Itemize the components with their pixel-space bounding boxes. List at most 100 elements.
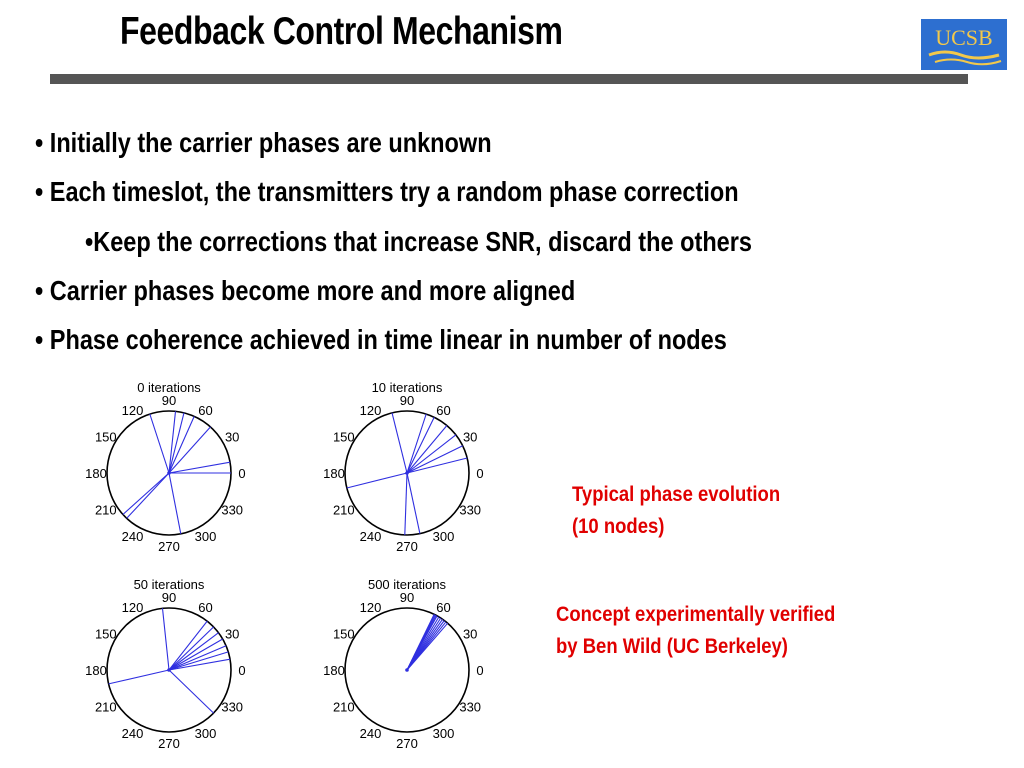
phasor-line xyxy=(406,425,448,474)
angle-tick-label: 60 xyxy=(198,403,212,418)
angle-tick-label: 90 xyxy=(400,590,414,605)
plot-title: 0 iterations xyxy=(137,380,201,395)
angle-tick-label: 30 xyxy=(463,430,477,445)
angle-tick-label: 60 xyxy=(436,403,450,418)
phase-plot-svg: 500 iterations 0 30 60 90 120 150 180 210 240 270 3… xyxy=(323,577,483,751)
angle-tick-label: 300 xyxy=(433,529,455,544)
angle-tick-label: 120 xyxy=(122,403,144,418)
angle-tick-label: 300 xyxy=(195,726,217,741)
phasor-line xyxy=(168,461,231,474)
phasor-line xyxy=(161,608,170,671)
unit-circle xyxy=(106,607,232,733)
angle-tick-label: 150 xyxy=(95,430,117,445)
angle-tick-label: 0 xyxy=(476,663,483,678)
phase-plot-svg: 10 iterations 0 30 60 90 120 150 180 210 240 270 30… xyxy=(323,380,483,554)
angle-tick-label: 210 xyxy=(95,503,117,518)
phasor-line xyxy=(406,614,435,671)
angle-tick-label: 270 xyxy=(158,539,180,554)
note-line: by Ben Wild (UC Berkeley) xyxy=(556,635,788,658)
phasor-line xyxy=(168,426,211,474)
ucsb-logo: UCSB xyxy=(921,19,1007,70)
angle-tick-label: 330 xyxy=(221,700,243,715)
plot-title: 500 iterations xyxy=(368,577,447,592)
note-line: Typical phase evolution xyxy=(572,483,781,506)
angle-tick-label: 180 xyxy=(323,663,345,678)
angle-tick-label: 210 xyxy=(333,503,355,518)
angle-tick-label: 210 xyxy=(95,700,117,715)
angle-tick-label: 120 xyxy=(122,600,144,615)
angle-tick-label: 60 xyxy=(198,600,212,615)
phasor-line xyxy=(168,626,214,671)
phasor-line xyxy=(346,472,408,489)
angle-tick-label: 60 xyxy=(436,600,450,615)
angle-tick-label: 120 xyxy=(360,403,382,418)
unit-circle xyxy=(344,410,470,536)
angle-tick-label: 270 xyxy=(396,736,418,751)
phasor-line xyxy=(168,651,229,671)
phasor-line xyxy=(168,416,195,474)
angle-tick-label: 30 xyxy=(225,627,239,642)
phasor-line xyxy=(122,472,170,515)
plot-title: 10 iterations xyxy=(372,380,443,395)
bullet-2: • Each timeslot, the transmitters try a … xyxy=(35,176,739,207)
angle-tick-label: 150 xyxy=(95,627,117,642)
angle-tick-label: 30 xyxy=(225,430,239,445)
angle-tick-label: 150 xyxy=(333,430,355,445)
phase-plot-svg: 0 iterations0306090120150180210240270300… xyxy=(85,380,245,554)
phase-evolution-note: Typical phase evolution (10 nodes) xyxy=(572,479,780,543)
angle-tick-label: 270 xyxy=(396,539,418,554)
phase-plot-svg: 50 iterations030609012015018021024027030… xyxy=(85,577,245,751)
angle-tick-label: 240 xyxy=(360,726,382,741)
phasor-line xyxy=(149,413,170,474)
bullet-4: • Phase coherence achieved in time linea… xyxy=(35,324,727,355)
angle-tick-label: 0 xyxy=(476,466,483,481)
phasor-line xyxy=(168,632,219,671)
origin-dot xyxy=(167,471,171,475)
angle-tick-label: 240 xyxy=(360,529,382,544)
angle-tick-label: 90 xyxy=(162,590,176,605)
phase-plot-500-iterations: 500 iterations 0 30 60 90 120 150 180 210 240 270 3… xyxy=(308,572,508,752)
phasor-line xyxy=(406,434,457,474)
phasor-line xyxy=(168,645,227,671)
angle-tick-label: 270 xyxy=(158,736,180,751)
slide-title: Feedback Control Mechanism xyxy=(120,10,563,53)
note-line: (10 nodes) xyxy=(572,515,665,538)
angle-tick-label: 180 xyxy=(85,663,107,678)
verification-note: Concept experimentally verified by Ben W… xyxy=(556,599,835,663)
phasor-line xyxy=(168,658,231,671)
phasor-line xyxy=(126,472,170,519)
angle-tick-label: 300 xyxy=(433,726,455,741)
angle-tick-label: 210 xyxy=(333,700,355,715)
phasor-line xyxy=(168,669,214,714)
angle-tick-label: 150 xyxy=(333,627,355,642)
phasor-line xyxy=(168,620,208,671)
angle-tick-label: 330 xyxy=(459,700,481,715)
angle-tick-label: 180 xyxy=(323,466,345,481)
phasor-line xyxy=(406,472,421,534)
svg-text:UCSB: UCSB xyxy=(935,25,992,50)
phasor-line xyxy=(168,411,177,474)
angle-tick-label: 90 xyxy=(162,393,176,408)
angle-tick-label: 30 xyxy=(463,627,477,642)
angle-tick-label: 120 xyxy=(360,600,382,615)
bullet-3: • Carrier phases become more and more al… xyxy=(35,275,576,306)
angle-tick-label: 330 xyxy=(221,503,243,518)
phasor-line xyxy=(406,445,463,474)
origin-dot xyxy=(405,668,409,672)
angle-tick-label: 0 xyxy=(238,663,245,678)
phase-plot-10-iterations: 10 iterations 0 30 60 90 120 150 180 210 240 270 30… xyxy=(308,375,508,555)
plot-title: 50 iterations xyxy=(134,577,205,592)
angle-tick-label: 90 xyxy=(400,393,414,408)
phasor-line xyxy=(406,457,468,474)
phasor-line xyxy=(406,413,427,474)
phasor-line xyxy=(406,417,435,474)
bullet-list: • Initially the carrier phases are unkno… xyxy=(0,0,1024,380)
phasor-line xyxy=(404,472,408,536)
angle-tick-label: 180 xyxy=(85,466,107,481)
note-line: Concept experimentally verified xyxy=(556,603,836,626)
angle-tick-label: 330 xyxy=(459,503,481,518)
angle-tick-label: 300 xyxy=(195,529,217,544)
phasor-line xyxy=(168,638,223,671)
